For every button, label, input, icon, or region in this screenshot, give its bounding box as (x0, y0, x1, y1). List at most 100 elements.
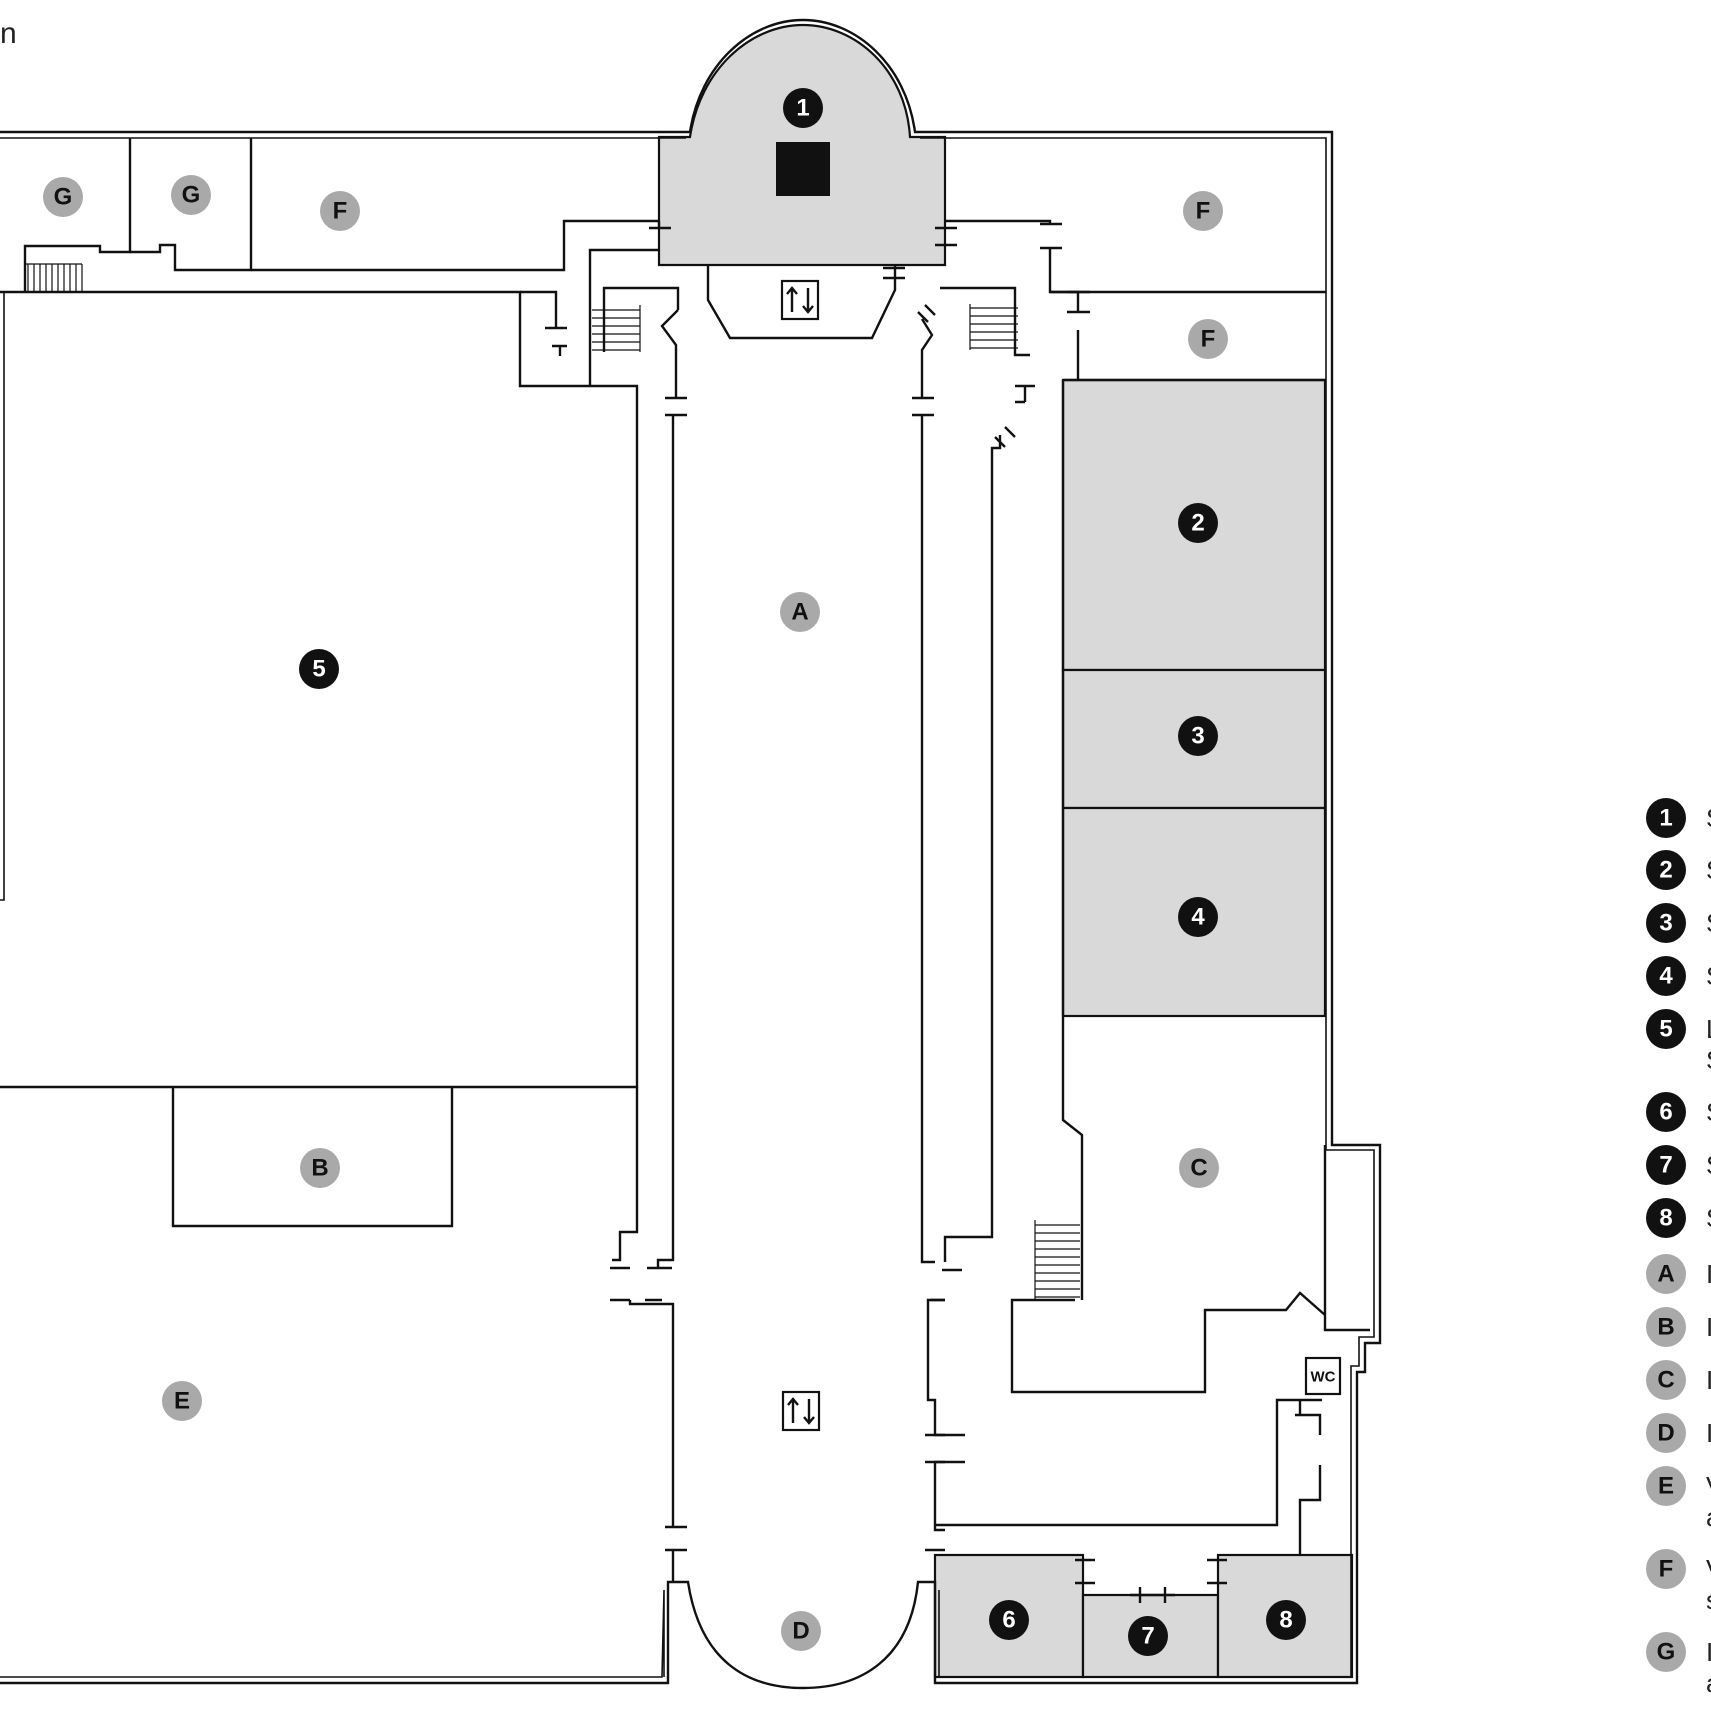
svg-text:E: E (1658, 1473, 1674, 1500)
legend-label: I (1706, 1637, 1711, 1667)
marker-f1[interactable]: F (320, 191, 360, 231)
door-room-c[interactable] (930, 1268, 962, 1302)
marker-3[interactable]: 3 (1178, 716, 1218, 756)
door-right-top[interactable] (1040, 222, 1090, 314)
elevator-icon[interactable] (780, 279, 820, 321)
svg-text:B: B (311, 1155, 328, 1182)
legend-label: V (1706, 1554, 1711, 1584)
wc-icon[interactable] (1304, 1356, 1342, 1396)
marker-1[interactable]: 1 (783, 88, 823, 128)
svg-text:6: 6 (1659, 1099, 1672, 1126)
marker-g1[interactable]: G (43, 177, 83, 217)
legend-label-line2: a (1706, 1668, 1711, 1698)
legend-marker-b[interactable]: B (1646, 1307, 1686, 1347)
elevator-vestibule[interactable] (706, 265, 897, 340)
room-c[interactable] (1010, 380, 1370, 1394)
stair-hall-left (520, 248, 680, 386)
door-right-diag[interactable] (917, 304, 1035, 448)
marker-d[interactable]: D (781, 1611, 821, 1651)
door-vestibule-right[interactable] (883, 266, 905, 280)
legend-label: I (1706, 1259, 1711, 1289)
room-g1[interactable] (23, 138, 132, 292)
svg-text:1: 1 (1659, 805, 1672, 832)
marker-b[interactable]: B (300, 1148, 340, 1188)
legend-marker-d[interactable]: D (1646, 1413, 1686, 1453)
marker-2[interactable]: 2 (1178, 503, 1218, 543)
door-room-8[interactable] (1207, 1558, 1227, 1585)
door-room1-left[interactable] (649, 221, 671, 230)
marker-f2[interactable]: F (1183, 191, 1223, 231)
marker-e[interactable]: E (162, 1381, 202, 1421)
legend-marker-3[interactable]: 3 (1646, 903, 1686, 943)
legend-label: S (1706, 855, 1711, 885)
legend-marker-5[interactable]: 5 (1646, 1009, 1686, 1049)
legend-marker-c[interactable]: C (1646, 1360, 1686, 1400)
corridor-a-left-lower (628, 1300, 675, 1527)
door-corridor-left-mid[interactable] (610, 1266, 672, 1302)
svg-text:4: 4 (1191, 904, 1205, 931)
stairs-room-c (1034, 1220, 1080, 1300)
svg-text:7: 7 (1659, 1152, 1672, 1179)
svg-text:F: F (1659, 1556, 1674, 1583)
elevator-arrows-top (786, 286, 814, 314)
marker-c[interactable]: C (1179, 1148, 1219, 1188)
legend-marker-a[interactable]: A (1646, 1254, 1686, 1294)
door-lower-right[interactable] (925, 1433, 945, 1552)
legend-label: S (1706, 908, 1711, 938)
door-bottom-left[interactable] (665, 1525, 687, 1582)
legend-marker-4[interactable]: 4 (1646, 956, 1686, 996)
legend: 1S2S3S4S5LS6S7S8SAIBICIDIEVaFVsGIa (1646, 798, 1711, 1698)
elevator-arrows-bottom (787, 1397, 815, 1425)
legend-label: S (1706, 1097, 1711, 1127)
svg-text:D: D (792, 1618, 809, 1645)
wc-label: WC (1311, 1369, 1336, 1386)
legend-marker-g[interactable]: G (1646, 1632, 1686, 1672)
legend-marker-6[interactable]: 6 (1646, 1092, 1686, 1132)
svg-text:5: 5 (1659, 1016, 1672, 1043)
svg-text:2: 2 (1659, 857, 1672, 884)
svg-text:4: 4 (1659, 963, 1673, 990)
legend-marker-e[interactable]: E (1646, 1466, 1686, 1506)
svg-text:F: F (333, 198, 348, 225)
door-room-7[interactable] (1130, 1587, 1175, 1603)
legend-label-line2: a (1706, 1502, 1711, 1532)
svg-text:B: B (1657, 1314, 1674, 1341)
legend-marker-1[interactable]: 1 (1646, 798, 1686, 838)
svg-text:3: 3 (1191, 723, 1204, 750)
room-b[interactable] (171, 1087, 454, 1228)
marker-a[interactable]: A (780, 592, 820, 632)
legend-marker-8[interactable]: 8 (1646, 1198, 1686, 1238)
door-corridor-left-top[interactable] (665, 396, 687, 417)
legend-label: S (1706, 961, 1711, 991)
room-f1[interactable] (251, 219, 659, 272)
legend-marker-f[interactable]: F (1646, 1549, 1686, 1589)
door-room-6[interactable] (1075, 1558, 1095, 1585)
door-room1-right[interactable] (935, 226, 957, 247)
stairs-right (969, 304, 1018, 350)
svg-text:D: D (1657, 1420, 1674, 1447)
svg-text:G: G (182, 182, 201, 209)
svg-text:A: A (1657, 1261, 1674, 1288)
marker-g2[interactable]: G (171, 175, 211, 215)
svg-text:6: 6 (1002, 1607, 1015, 1634)
marker-5[interactable]: 5 (299, 649, 339, 689)
door-corridor-right-top[interactable] (912, 396, 934, 417)
legend-label: I (1706, 1312, 1711, 1342)
svg-text:E: E (174, 1388, 190, 1415)
legend-marker-7[interactable]: 7 (1646, 1145, 1686, 1185)
svg-text:A: A (791, 599, 808, 626)
legend-marker-2[interactable]: 2 (1646, 850, 1686, 890)
svg-text:C: C (1657, 1367, 1674, 1394)
marker-6[interactable]: 6 (989, 1600, 1029, 1640)
room-5[interactable] (0, 290, 639, 1089)
marker-7[interactable]: 7 (1128, 1616, 1168, 1656)
room-5-left-edge (0, 292, 5, 901)
marker-f3[interactable]: F (1188, 319, 1228, 359)
svg-text:8: 8 (1279, 1607, 1292, 1634)
marker-8[interactable]: 8 (1266, 1600, 1306, 1640)
marker-4[interactable]: 4 (1178, 897, 1218, 937)
elevator-icon[interactable] (781, 1390, 821, 1432)
svg-text:5: 5 (312, 656, 325, 683)
door-left-1[interactable] (545, 322, 567, 356)
